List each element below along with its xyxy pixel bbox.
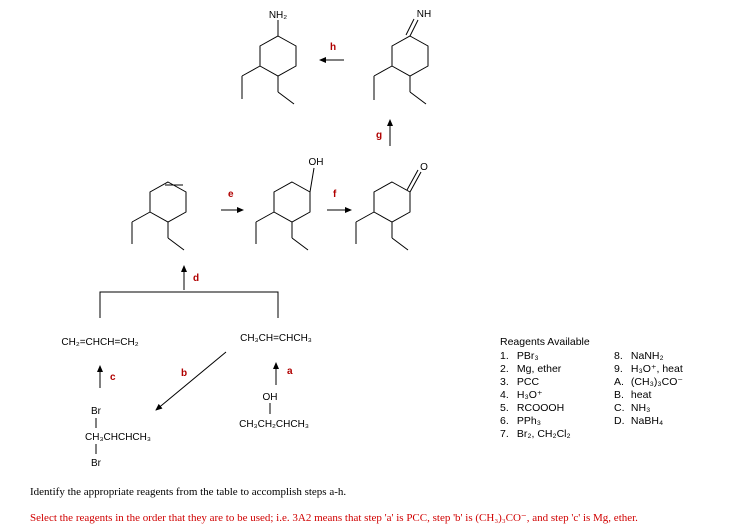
step-f-label: f [333, 189, 337, 200]
bracket [99, 291, 279, 318]
butene-label: CH₃CH=CHCH₃ [240, 333, 312, 344]
dibromo-bottom-br: Br [91, 458, 102, 469]
step-b-label: b [181, 368, 187, 379]
step-h-label: h [330, 42, 336, 53]
ketone-oxygen: O [420, 162, 428, 173]
step-e-label: e [228, 189, 234, 200]
dibromo-top-br: Br [91, 406, 102, 417]
reagent-item: D. NaBH₄ [614, 415, 664, 427]
reagent-item: 2. Mg, ether [500, 363, 562, 375]
imine-label: NH [417, 9, 431, 20]
reagent-item: B. heat [614, 389, 652, 401]
reagents-table: Reagents Available 1. PBr₃ 2. Mg, ether … [500, 336, 740, 441]
reagent-item: 3. PCC [500, 376, 540, 388]
question-text: Identify the appropriate reagents from t… [30, 486, 347, 498]
step-a-label: a [287, 366, 293, 377]
reagent-item: C. NH₃ [614, 402, 651, 414]
dimethylcyclohexylamine [241, 20, 297, 105]
reagents-left-column: 1. PBr₃ 2. Mg, ether 3. PCC 4. H₃O⁺ 5. R… [500, 350, 614, 441]
step-d-label: d [193, 273, 199, 284]
reagent-item: 7. Br₂, CH₂Cl₂ [500, 428, 571, 440]
dimethylcyclohexanone [355, 169, 422, 251]
instruction-text: Select the reagents in the order that th… [30, 512, 638, 524]
dimethylcyclohexanol [255, 167, 315, 251]
butanol-label: CH₃CH₂CHCH₃ [239, 419, 309, 430]
butanol-oh: OH [263, 392, 278, 403]
butadiene-label: CH₂=CHCH=CH₂ [61, 337, 138, 348]
reagents-title: Reagents Available [500, 336, 590, 348]
dimethylcyclohexanimine [373, 18, 429, 105]
reagent-item: 6. PPh₃ [500, 415, 542, 427]
reagent-item: 8. NaNH₂ [614, 350, 664, 362]
reagent-item: A. (CH₃)₃CO⁻ [614, 376, 683, 388]
reagent-item: 1. PBr₃ [500, 350, 539, 362]
reagent-item: 4. H₃O⁺ [500, 389, 543, 401]
amine-label: NH₂ [269, 10, 287, 21]
step-g-label: g [376, 130, 382, 141]
step-c-label: c [110, 372, 116, 383]
dibromobutane-label: CH₃CHCHCH₃ [85, 432, 151, 443]
arrow-b [155, 351, 227, 411]
alcohol-label: OH [309, 157, 324, 168]
reagent-item: 9. H₃O⁺, heat [614, 363, 683, 375]
dimethylcyclohexene [131, 181, 187, 251]
reagents-right-column: 8. NaNH₂ 9. H₃O⁺, heat A. (CH₃)₃CO⁻ B. h… [614, 350, 683, 441]
reagent-item: 5. RCOOOH [500, 402, 565, 414]
